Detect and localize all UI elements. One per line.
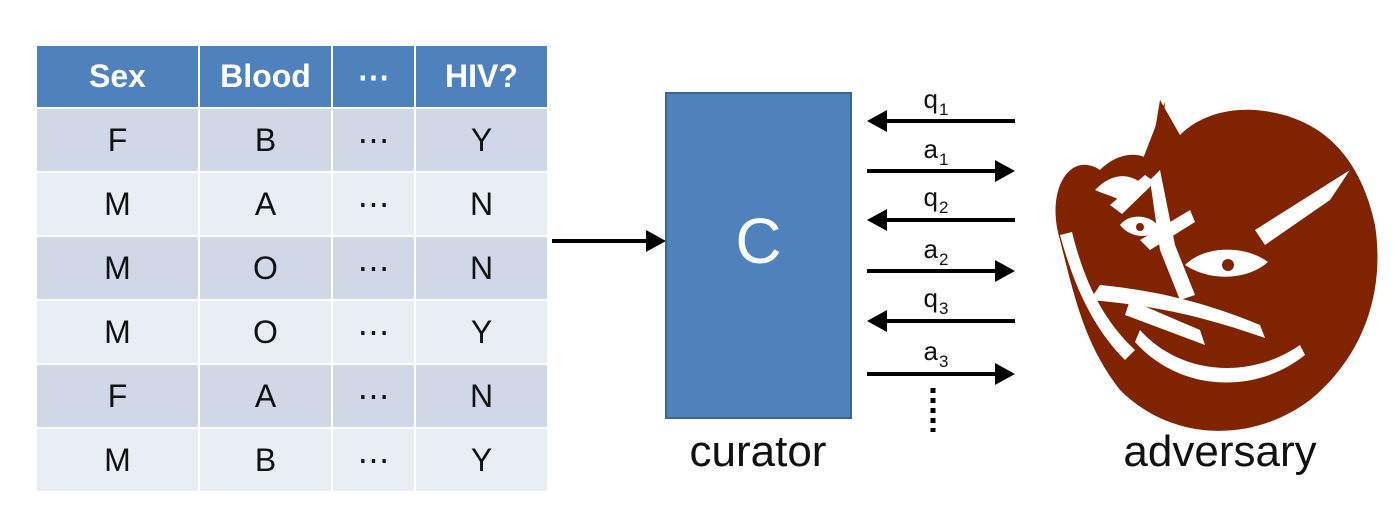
cell-sex: M [35, 171, 200, 237]
header-sex: Sex [35, 44, 200, 109]
table-header-row: Sex Blood ⋯ HIV? [35, 44, 549, 109]
cell-hiv: N [414, 235, 549, 301]
query-arrow-2 [867, 209, 1015, 231]
message-label: a2 [916, 234, 956, 268]
database-table: Sex Blood ⋯ HIV? F B ⋯ Y M A ⋯ N M O ⋯ N… [35, 44, 549, 493]
cell-blood: A [198, 171, 333, 237]
query-arrow-1 [867, 110, 1015, 132]
message-symbol: q [923, 182, 938, 212]
cell-sex: F [35, 107, 200, 173]
message-label: a3 [916, 336, 956, 370]
cell-hiv: Y [414, 107, 549, 173]
cell-blood: O [198, 299, 333, 365]
curator-symbol: C [735, 204, 782, 277]
cell-blood: A [198, 363, 333, 429]
cell-ellipsis: ⋯ [331, 171, 416, 237]
message-index: 3 [939, 299, 949, 318]
devil-face-icon [1055, 100, 1378, 431]
cell-ellipsis: ⋯ [331, 363, 416, 429]
cell-ellipsis: ⋯ [331, 107, 416, 173]
table-to-curator-arrow [552, 230, 666, 252]
message-label: q2 [916, 182, 956, 216]
message-index: 1 [939, 100, 949, 119]
message-label: q3 [916, 283, 956, 317]
message-symbol: q [923, 84, 938, 114]
message-symbol: q [923, 283, 938, 313]
cell-sex: M [35, 299, 200, 365]
cell-sex: F [35, 363, 200, 429]
cell-hiv: Y [414, 299, 549, 365]
query-arrow-3 [867, 310, 1015, 332]
message-index: 3 [939, 352, 949, 371]
header-blood: Blood [198, 44, 333, 109]
cell-ellipsis: ⋯ [331, 427, 416, 493]
cell-sex: M [35, 427, 200, 493]
cell-blood: O [198, 235, 333, 301]
cell-blood: B [198, 107, 333, 173]
table-row: F B ⋯ Y [35, 107, 549, 173]
cell-hiv: N [414, 171, 549, 237]
table-row: F A ⋯ N [35, 363, 549, 429]
table-row: M O ⋯ Y [35, 299, 549, 365]
message-index: 2 [939, 198, 949, 217]
message-label: q1 [916, 84, 956, 118]
cell-sex: M [35, 235, 200, 301]
adversary-caption: adversary [1123, 427, 1317, 476]
cell-hiv: N [414, 363, 549, 429]
message-symbol: a [923, 336, 938, 366]
answer-arrow-2 [867, 260, 1015, 282]
message-index: 2 [939, 250, 949, 269]
message-label: a1 [916, 134, 956, 168]
cell-ellipsis: ⋯ [331, 299, 416, 365]
answer-arrow-3 [867, 363, 1015, 385]
answer-arrow-1 [867, 160, 1015, 182]
curator-box: C [665, 92, 852, 419]
cell-ellipsis: ⋯ [331, 235, 416, 301]
message-symbol: a [923, 134, 938, 164]
table-row: M O ⋯ N [35, 235, 549, 301]
table-row: M B ⋯ Y [35, 427, 549, 493]
cell-blood: B [198, 427, 333, 493]
message-symbol: a [923, 234, 938, 264]
header-ellipsis: ⋯ [331, 44, 416, 109]
message-index: 1 [939, 150, 949, 169]
curator-caption: curator [689, 427, 827, 476]
header-hiv: HIV? [414, 44, 549, 109]
table-row: M A ⋯ N [35, 171, 549, 237]
cell-hiv: Y [414, 427, 549, 493]
